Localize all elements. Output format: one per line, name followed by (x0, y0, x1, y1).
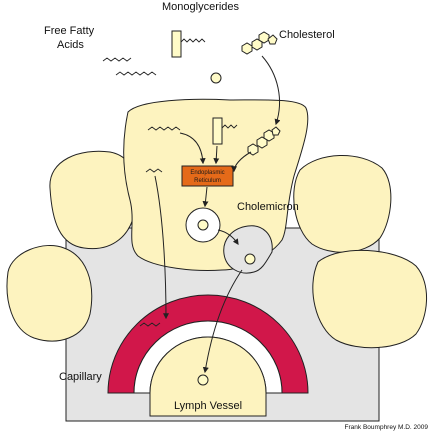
neighbor-cell-right-top (293, 155, 392, 253)
monoglyceride-to-er-arrow (213, 145, 220, 165)
er-label-line2: Reticulum (194, 178, 221, 184)
intracellular-fatty-acid-2 (145, 168, 163, 173)
neighbor-cell-right-bottom (312, 249, 428, 349)
glycerol-particle (210, 72, 222, 84)
intracellular-fatty-acid (147, 126, 181, 131)
chylomicron-particle (197, 219, 209, 231)
intracellular-monoglyceride-tail (221, 124, 238, 129)
cholemicron-label: Cholemicron (237, 201, 299, 213)
monoglyceride-molecule (171, 30, 182, 58)
cholesterol-label: Cholesterol (279, 29, 335, 41)
vesicle-to-membrane-arrow (217, 229, 239, 245)
lymph-vessel-label: Lymph Vessel (174, 400, 242, 412)
fatty-acid-to-capillary-arrow (154, 175, 169, 320)
cholesterol-to-er-arrow (231, 151, 252, 173)
er-to-vesicle-arrow (202, 186, 209, 208)
fatty-acid-to-er-arrow (179, 132, 206, 165)
fatty-acid-zigzag-2 (115, 71, 157, 76)
free-fatty-acids-label-line1: Free Fatty (44, 25, 95, 37)
cholesterol-entry-arrow (261, 55, 281, 126)
fatty-acid-zigzag-1 (102, 57, 132, 62)
secreted-chylomicron (244, 253, 256, 265)
capillary-fatty-acid (139, 322, 161, 327)
monoglyceride-tail (180, 38, 206, 43)
endoplasmic-reticulum (181, 165, 234, 187)
exocytosis-pocket (223, 225, 273, 274)
monoglycerides-label: Monoglycerides (162, 1, 240, 13)
intracellular-monoglyceride (212, 117, 223, 145)
neighbor-cell-left-bottom (6, 244, 93, 342)
lymph-chylomicron (197, 374, 209, 386)
free-fatty-acids-label-line2: Acids (57, 39, 84, 51)
er-label-line1: Endoplasmic (190, 170, 224, 176)
lymph-vessel (149, 336, 267, 417)
cholesterol-molecule (241, 31, 278, 55)
capillary-label: Capillary (59, 371, 102, 383)
credit-label: Frank Boumphrey M.D. 2009 (345, 424, 429, 431)
chylomicron-to-lymph-arrow (202, 269, 243, 374)
intracellular-cholesterol (247, 126, 281, 156)
